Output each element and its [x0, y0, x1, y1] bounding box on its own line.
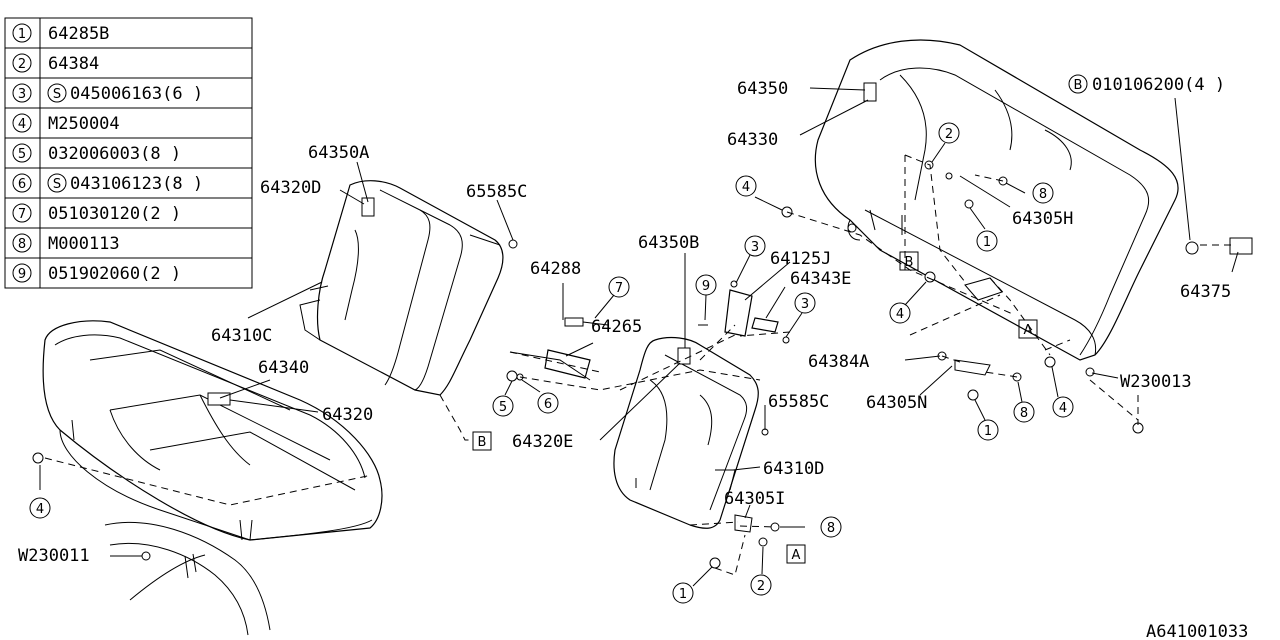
callout-number: 1 [983, 235, 991, 250]
legend-number: 2 [18, 57, 26, 72]
legend-row: 6 S 043106123(8 ) [12, 173, 203, 194]
part-label-64340: 64340 [258, 358, 309, 378]
callout-number: 1 [984, 424, 992, 439]
legend-row: 7 051030120(2 ) [12, 203, 181, 224]
legend-row: 4 M250004 [12, 113, 120, 134]
legend-number: 8 [18, 237, 26, 252]
part-label-64343E: 64343E [790, 269, 851, 289]
part-label-64125J: 64125J [770, 249, 831, 269]
callout-number: 4 [896, 307, 904, 322]
part-label-64305I: 64305I [724, 489, 785, 509]
part-label-W230013: W230013 [1120, 372, 1192, 392]
legend-row: 8 M000113 [12, 233, 120, 254]
part-label-64375: 64375 [1180, 282, 1231, 302]
legend-row: 1 64285B [12, 23, 109, 44]
legend-part-code: 051902060(2 ) [48, 264, 181, 284]
legend-number: 6 [18, 177, 26, 192]
callout-number: 4 [1059, 401, 1067, 416]
part-label-64350B: 64350B [638, 233, 699, 253]
callout-number: 6 [544, 397, 552, 412]
callout-number: 5 [499, 400, 507, 415]
callout-number: 2 [945, 127, 953, 142]
standard-part-symbol: S [53, 177, 61, 192]
reference-markers: B A B A [472, 251, 1038, 564]
part-label-64305H: 64305H [1012, 209, 1073, 229]
callout-number: 3 [801, 297, 809, 312]
center-seatback-drawing [613, 336, 759, 529]
legend-part-code: 032006003(8 ) [48, 144, 181, 164]
callout-number: 8 [1039, 187, 1047, 202]
part-label-64305N: 64305N [866, 393, 927, 413]
callout-number: 4 [36, 502, 44, 517]
callout-number: 7 [615, 281, 623, 296]
bolt-symbol: B [1074, 78, 1083, 93]
assembly-dashed-lines [44, 154, 1232, 576]
part-label-64350A: 64350A [308, 143, 369, 163]
legend-row: 3 S 045006163(6 ) [12, 83, 203, 104]
fasteners-drawing [32, 160, 1253, 569]
legend-part-code: M000113 [48, 234, 120, 254]
part-labels: 64350 64330 B 010106200(4 ) 64305H 64375… [18, 74, 1248, 640]
legend-part-code: 051030120(2 ) [48, 204, 181, 224]
legend-part-code: 64384 [48, 54, 99, 74]
seat-cushion-drawing [42, 320, 383, 541]
legend-part-code: M250004 [48, 114, 120, 134]
legend-row: 5 032006003(8 ) [12, 143, 181, 164]
legend-number: 5 [18, 147, 26, 162]
legend-part-code: 045006163(6 ) [70, 84, 203, 104]
part-label-64288: 64288 [530, 259, 581, 279]
part-label-64310C: 64310C [211, 326, 272, 346]
legend-part-code: 64285B [48, 24, 109, 44]
legend-row: 9 051902060(2 ) [12, 263, 181, 284]
callout-number: 3 [751, 240, 759, 255]
ref-marker-a: A [792, 548, 801, 563]
legend-number: 9 [18, 267, 26, 282]
right-seatback-drawing [814, 39, 1179, 361]
legend-row: 2 64384 [12, 53, 99, 74]
legend-number: 4 [18, 117, 26, 132]
callout-number: 2 [757, 579, 765, 594]
part-label-64330: 64330 [727, 130, 778, 150]
callout-number: 4 [742, 180, 750, 195]
part-label-64320D: 64320D [260, 178, 321, 198]
callout-number: 1 [679, 587, 687, 602]
part-label-65585C: 65585C [466, 182, 527, 202]
part-label-64265: 64265 [591, 317, 642, 337]
figure-code: A641001033 [1146, 622, 1248, 640]
part-label-010106200: 010106200(4 ) [1092, 75, 1225, 95]
leader-lines [39, 87, 1239, 587]
callout-number: 8 [1020, 406, 1028, 421]
parts-legend-table: 1 64285B 2 64384 3 S 045006163(6 ) 4 M25… [4, 17, 253, 289]
legend-number: 3 [18, 87, 26, 102]
ref-marker-b: B [478, 435, 487, 450]
number-callouts: 2 8 1 4 4 3 3 9 7 5 6 8 1 4 4 8 2 1 [29, 122, 1074, 604]
floor-panel-drawing [104, 521, 271, 636]
part-label-65585C-center: 65585C [768, 392, 829, 412]
legend-number: 7 [18, 207, 26, 222]
legend-number: 1 [18, 27, 26, 42]
left-seatback-drawing [299, 180, 504, 396]
callout-number: 8 [827, 521, 835, 536]
center-hinge-bracket-drawing [509, 289, 779, 381]
ref-marker-a: A [1024, 323, 1033, 338]
standard-part-symbol: S [53, 87, 61, 102]
part-label-W230011: W230011 [18, 546, 90, 566]
part-label-64384A: 64384A [808, 352, 869, 372]
legend-part-code: 043106123(8 ) [70, 174, 203, 194]
part-label-64310D: 64310D [763, 459, 824, 479]
part-label-64320E: 64320E [512, 432, 573, 452]
part-label-64320: 64320 [322, 405, 373, 425]
callout-number: 9 [702, 279, 710, 294]
ref-marker-b: B [905, 255, 914, 270]
part-label-64350: 64350 [737, 79, 788, 99]
